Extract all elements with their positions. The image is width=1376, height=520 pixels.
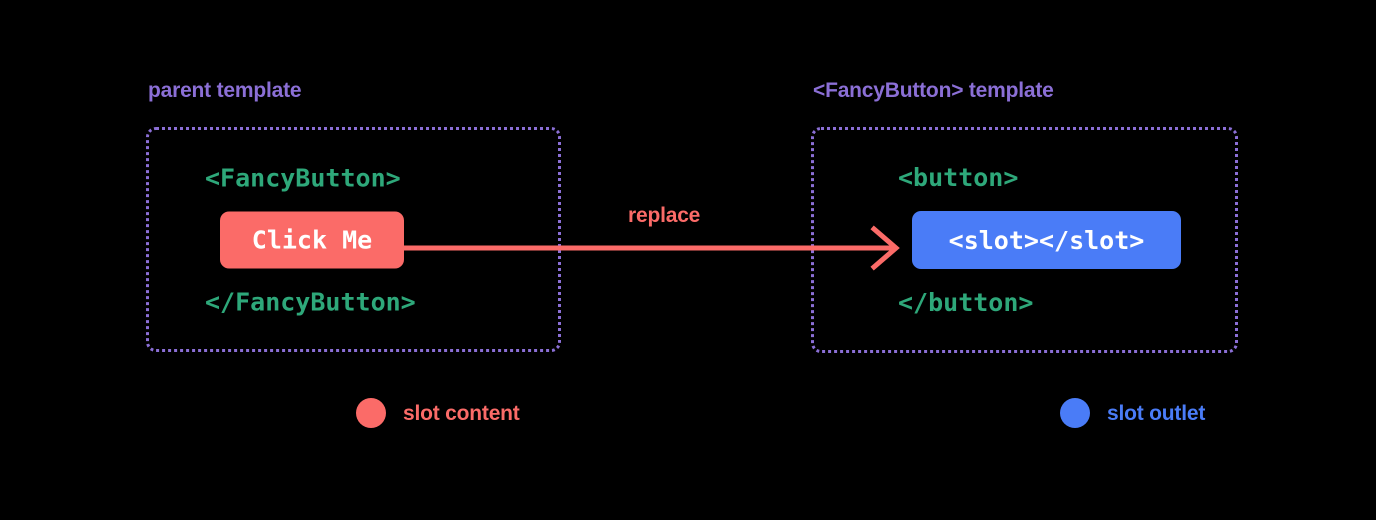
parent-template-caption: parent template xyxy=(148,79,302,102)
child-code-stack: <button> <slot></slot> </button> xyxy=(814,165,1235,315)
slot-content-chip[interactable]: Click Me xyxy=(220,211,404,268)
parent-code-stack: <FancyButton> Click Me </FancyButton> xyxy=(149,165,558,314)
legend-label-slot-content: slot content xyxy=(403,401,520,425)
slot-outlet-dot-icon xyxy=(1060,398,1090,428)
parent-open-tag: <FancyButton> xyxy=(205,163,401,192)
slot-outlet-chip[interactable]: <slot></slot> xyxy=(912,211,1181,269)
fancybutton-template-box: <button> <slot></slot> </button> xyxy=(811,127,1238,353)
legend-item-slot-outlet: slot outlet xyxy=(1060,398,1205,428)
slot-content-dot-icon xyxy=(356,398,386,428)
child-open-tag: <button> xyxy=(898,163,1019,192)
legend-item-slot-content: slot content xyxy=(356,398,520,428)
fancybutton-template-panel: <FancyButton> template <button> <slot></… xyxy=(811,80,1238,353)
child-close-tag: </button> xyxy=(898,288,1034,317)
fancybutton-template-caption: <FancyButton> template xyxy=(813,79,1054,102)
parent-close-tag: </FancyButton> xyxy=(205,287,416,316)
parent-template-box: <FancyButton> Click Me </FancyButton> xyxy=(146,127,561,352)
legend-label-slot-outlet: slot outlet xyxy=(1107,401,1206,425)
replace-arrow-label: replace xyxy=(628,204,701,227)
parent-template-panel: parent template <FancyButton> Click Me <… xyxy=(146,80,561,352)
